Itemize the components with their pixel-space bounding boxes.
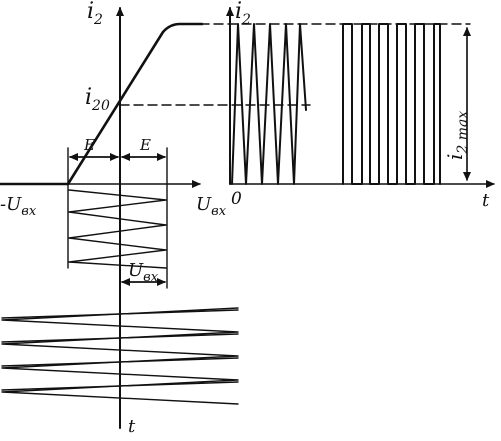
label-i20: i20 <box>85 85 110 114</box>
output-square-wave <box>342 23 441 185</box>
label-t-bottom: t <box>128 416 136 437</box>
label-i2-right: i2 <box>235 0 251 28</box>
label-i2-left: i2 <box>87 0 103 28</box>
label-i2max: i2 max <box>443 111 471 160</box>
label-t-right: t <box>482 190 490 211</box>
label-negative-uin: -Uвх <box>0 194 37 219</box>
output-triangular-wave <box>231 23 307 185</box>
label-e-left: E <box>83 136 95 154</box>
transfer-curve <box>0 22 204 186</box>
label-positive-uin: Uвх <box>196 194 227 219</box>
label-e-right: E <box>139 136 151 154</box>
input-signal-within-e <box>68 189 167 269</box>
label-origin: 0 <box>231 189 242 209</box>
label-uin-span: Uвх <box>128 260 159 285</box>
svg-text:i2 max: i2 max <box>443 111 471 160</box>
